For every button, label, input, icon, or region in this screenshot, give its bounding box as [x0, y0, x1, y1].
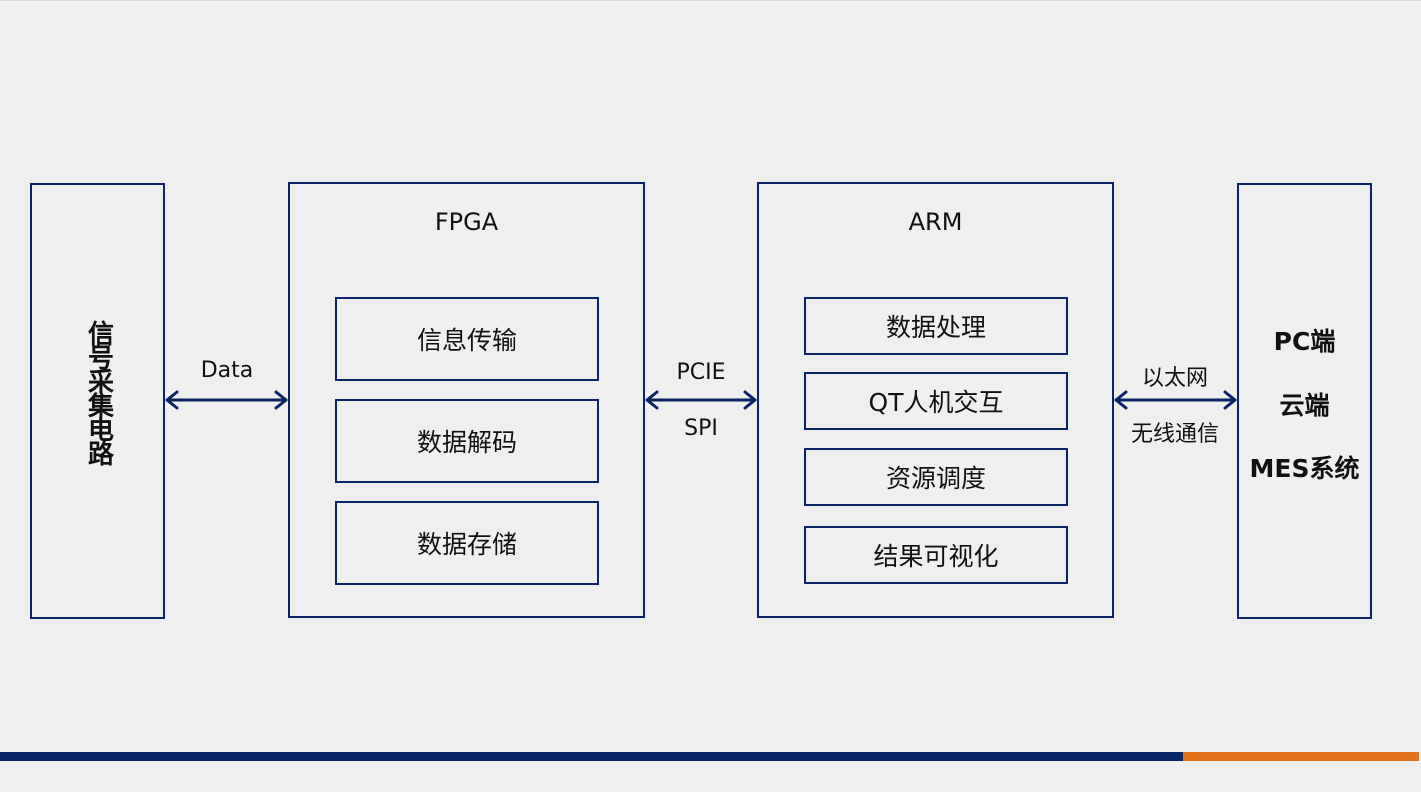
- arrow-fpga-arm: [645, 390, 757, 410]
- terminal-mes: MES系统: [1249, 454, 1360, 483]
- signal-acquisition-box: 信号采集电路: [30, 183, 165, 619]
- link-label-ethernet: 以太网: [1141, 366, 1208, 391]
- arm-title: ARM: [908, 208, 963, 236]
- fpga-box: FPGA 信息传输 数据解码 数据存储: [288, 182, 645, 618]
- fpga-title: FPGA: [434, 208, 499, 236]
- arm-box: ARM 数据处理 QT人机交互 资源调度 结果可视化: [757, 182, 1114, 618]
- arm-item-qt-hmi: QT人机交互: [804, 372, 1068, 430]
- terminal-pc: PC端: [1273, 327, 1336, 356]
- link-label-data: Data: [200, 358, 254, 383]
- terminal-cloud: 云端: [1279, 391, 1330, 420]
- footer-bar-blue: [0, 752, 1183, 761]
- arm-item-processing: 数据处理: [804, 297, 1068, 355]
- link-label-wireless: 无线通信: [1130, 422, 1219, 447]
- signal-acquisition-label: 信号采集电路: [83, 320, 114, 464]
- top-border-line: [0, 0, 1421, 1]
- arrow-signal-fpga: [165, 390, 288, 410]
- fpga-item-storage: 数据存储: [335, 501, 599, 585]
- fpga-item-transmission: 信息传输: [335, 297, 599, 381]
- arm-item-scheduling: 资源调度: [804, 448, 1068, 506]
- terminal-box: PC端 云端 MES系统: [1237, 183, 1372, 619]
- arm-item-visualization: 结果可视化: [804, 526, 1068, 584]
- link-label-pcie: PCIE: [676, 360, 726, 385]
- footer-bar-orange: [1183, 752, 1419, 761]
- link-label-spi: SPI: [684, 416, 718, 441]
- arrow-arm-terminal: [1114, 390, 1237, 410]
- fpga-item-decoding: 数据解码: [335, 399, 599, 483]
